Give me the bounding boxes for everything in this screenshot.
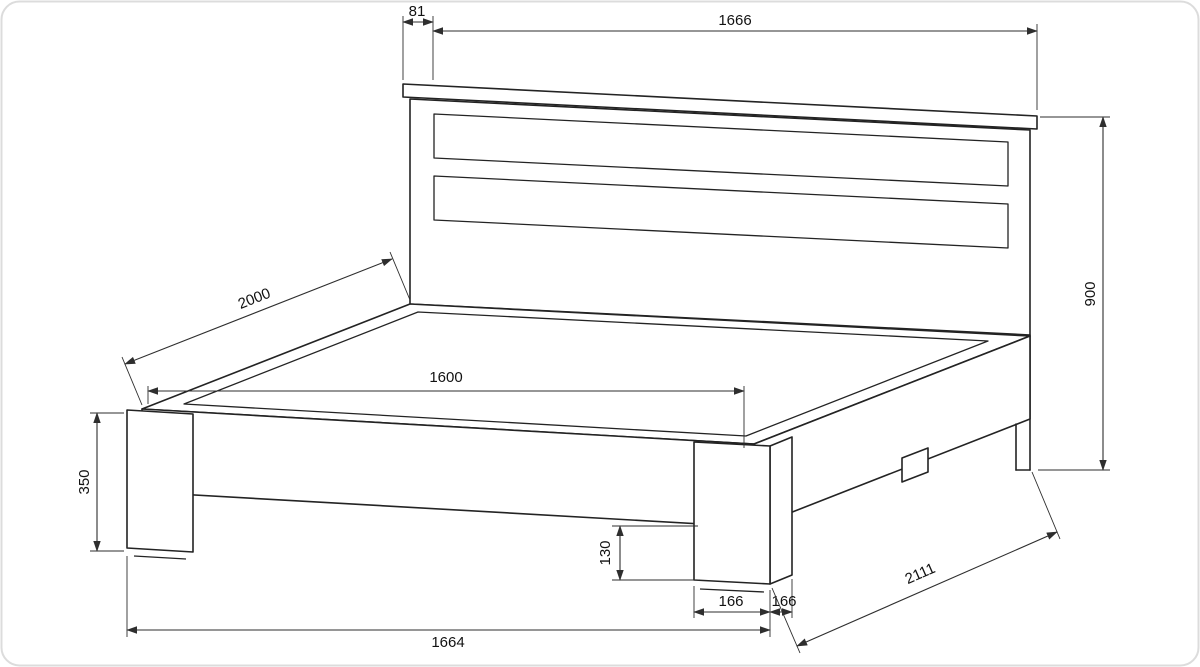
dim-leg-front-width: 166 (693, 586, 771, 618)
dim-label-headboard-thickness: 81 (409, 3, 426, 20)
bed-drawing (126, 83, 1038, 593)
dim-inner-width: 1600 (147, 369, 745, 448)
leg-front-left-face (126, 409, 194, 553)
leg-front-left-glide (133, 555, 187, 560)
dim-label-inner-width: 1600 (429, 369, 462, 386)
dimension-line (796, 531, 1058, 647)
dim-leg-height: 350 (76, 412, 124, 552)
leg-front-center-face (693, 441, 771, 585)
dim-label-leg-front-width: 166 (718, 593, 743, 610)
dim-front-width: 1664 (126, 556, 771, 651)
headboard-panel-bottom (433, 175, 1009, 249)
extension-line (771, 587, 801, 654)
side-rail-support-foot (901, 447, 929, 483)
headboard-face (409, 98, 1031, 336)
leg-front-center-glide (699, 588, 765, 593)
extension-line (389, 251, 411, 301)
rear-right-post (1015, 423, 1031, 471)
dim-label-overall-side-length: 2111 (903, 560, 938, 588)
dim-label-headboard-width: 1666 (718, 12, 751, 29)
dim-label-bed-length: 2000 (236, 285, 273, 313)
dim-label-leg-height: 350 (76, 469, 93, 494)
extension-line (1031, 471, 1061, 540)
leg-front-center-side-face (769, 436, 793, 585)
headboard-panel-top (433, 113, 1009, 187)
dim-label-front-width: 1664 (431, 634, 464, 651)
headboard (402, 83, 1038, 471)
dim-under-rail-clearance: 130 (597, 525, 700, 581)
leg-front-center (693, 436, 793, 593)
dim-headboard-height: 900 (1038, 116, 1110, 471)
dim-leg-side-depth: 166 (769, 579, 797, 618)
extension-line (121, 356, 143, 406)
dim-label-leg-side-depth: 166 (771, 593, 796, 610)
dim-headboard-thickness: 81 (402, 3, 434, 80)
leg-front-left (126, 409, 194, 560)
dim-label-under-rail-clearance: 130 (597, 540, 614, 565)
dim-label-headboard-height: 900 (1082, 281, 1099, 306)
dimension-line (124, 258, 393, 365)
dim-headboard-width: 1666 (432, 12, 1038, 110)
headboard-cap (402, 83, 1038, 130)
